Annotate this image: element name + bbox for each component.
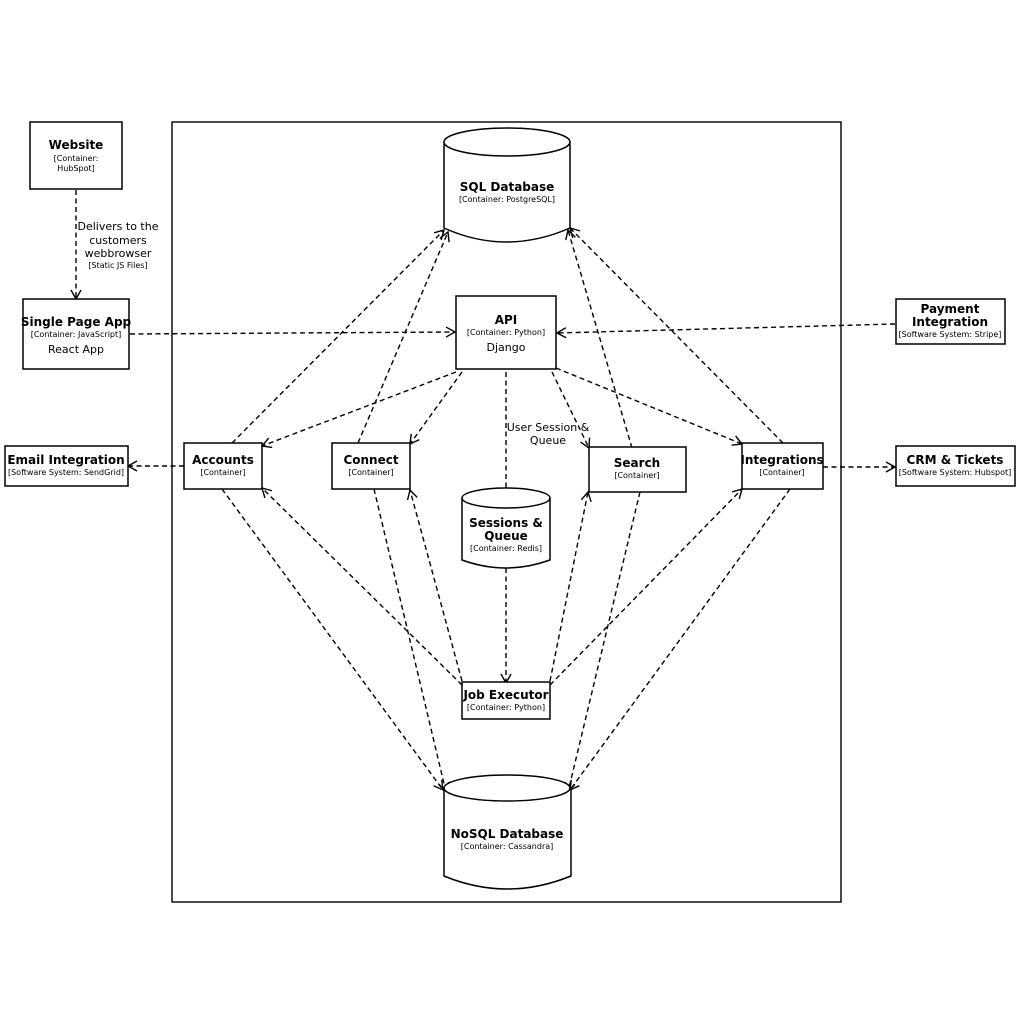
- node-tech: [Container]: [200, 468, 245, 477]
- node-payment-integration[interactable]: Payment Integration [Software System: St…: [895, 298, 1006, 345]
- node-tech: [Container: Redis]: [470, 544, 542, 553]
- node-tech: [Container: PostgreSQL]: [459, 195, 555, 204]
- system-boundary: [171, 121, 842, 903]
- node-tech: [Software System: Stripe]: [899, 330, 1002, 339]
- node-title: Website: [49, 138, 104, 152]
- node-tech: [Container:: [54, 154, 99, 163]
- svg-text:Delivers to the: Delivers to the: [78, 220, 159, 233]
- node-title: Job Executor: [462, 688, 548, 702]
- svg-text:Queue: Queue: [530, 434, 566, 447]
- relationship-edges: [70, 190, 897, 794]
- node-integrations[interactable]: Integrations [Container]: [740, 442, 824, 490]
- node-title: Integrations: [740, 453, 823, 467]
- node-single-page-app[interactable]: Single Page App [Container: JavaScript] …: [21, 298, 132, 370]
- node-job-executor[interactable]: Job Executor [Container: Python]: [461, 681, 551, 720]
- node-api[interactable]: API [Container: Python] Django: [455, 295, 557, 370]
- node-title: Accounts: [192, 453, 254, 467]
- node-desc: Django: [487, 341, 526, 354]
- node-email-integration[interactable]: Email Integration [Software System: Send…: [4, 445, 129, 487]
- node-website[interactable]: Website [Container: HubSpot]: [29, 121, 123, 190]
- node-tech: [Container: JavaScript]: [31, 330, 122, 339]
- node-connect[interactable]: Connect [Container]: [331, 442, 411, 490]
- edge-api-connect: [409, 371, 463, 446]
- edge-job-connect: [406, 488, 463, 682]
- node-tech: [Container: Python]: [467, 328, 545, 337]
- edge-api-search: [551, 371, 591, 450]
- node-title: CRM & Tickets: [907, 453, 1004, 467]
- node-tech: HubSpot]: [57, 164, 94, 173]
- edge-api-accounts: [260, 371, 457, 449]
- node-tech: [Software System: Hubspot]: [899, 468, 1012, 477]
- node-nosql-database[interactable]: NoSQL Database [Container: Cassandra]: [443, 774, 572, 890]
- edge-payment-api: [555, 323, 896, 339]
- edge-accounts-nosql: [221, 488, 444, 792]
- node-sql-database[interactable]: SQL Database [Container: PostgreSQL]: [443, 127, 571, 243]
- node-tech: [Container]: [348, 468, 393, 477]
- node-title: Email Integration: [7, 453, 124, 467]
- node-tech: [Software System: SendGrid]: [8, 468, 124, 477]
- node-search[interactable]: Search [Container]: [588, 446, 687, 493]
- edge-connect-sql: [357, 230, 450, 444]
- svg-text:[Static JS Files]: [Static JS Files]: [88, 261, 147, 270]
- edge-job-search: [549, 490, 592, 682]
- node-tech: [Container: Python]: [467, 703, 545, 712]
- edge-integrations-nosql: [569, 488, 791, 792]
- edge-accounts-sql: [231, 228, 446, 444]
- edge-job-accounts: [260, 486, 463, 686]
- node-title: Single Page App: [21, 315, 132, 329]
- edge-integrations-sql: [568, 226, 784, 444]
- svg-text:User Session &: User Session &: [507, 421, 590, 434]
- node-title: NoSQL Database: [451, 827, 564, 841]
- node-title: SQL Database: [460, 180, 555, 194]
- node-desc: React App: [48, 343, 104, 356]
- node-tech: [Container]: [759, 468, 804, 477]
- edge-label-website-spa: Delivers to the customers webbrowser [St…: [78, 220, 159, 270]
- svg-text:customers: customers: [89, 234, 147, 247]
- edge-connect-nosql: [373, 488, 450, 794]
- edge-spa-api: [129, 326, 457, 338]
- edge-search-nosql: [564, 491, 641, 794]
- node-title: Queue: [484, 529, 528, 543]
- node-title: Connect: [343, 453, 398, 467]
- edge-search-sql: [565, 228, 633, 449]
- svg-text:webbrowser: webbrowser: [85, 247, 152, 260]
- node-title: Payment: [921, 302, 980, 316]
- edge-job-integrations: [549, 487, 744, 686]
- node-title: API: [495, 313, 518, 327]
- node-title: Search: [614, 456, 660, 470]
- node-crm-tickets[interactable]: CRM & Tickets [Software System: Hubspot]: [895, 445, 1016, 487]
- node-tech: [Container: Cassandra]: [461, 842, 554, 851]
- edge-label-api-sessions: User Session & Queue: [507, 421, 590, 447]
- node-tech: [Container]: [614, 471, 659, 480]
- node-title: Integration: [912, 315, 988, 329]
- node-accounts[interactable]: Accounts [Container]: [183, 442, 263, 490]
- node-title: Sessions &: [469, 516, 543, 530]
- node-sessions-queue[interactable]: Sessions & Queue [Container: Redis]: [461, 487, 551, 569]
